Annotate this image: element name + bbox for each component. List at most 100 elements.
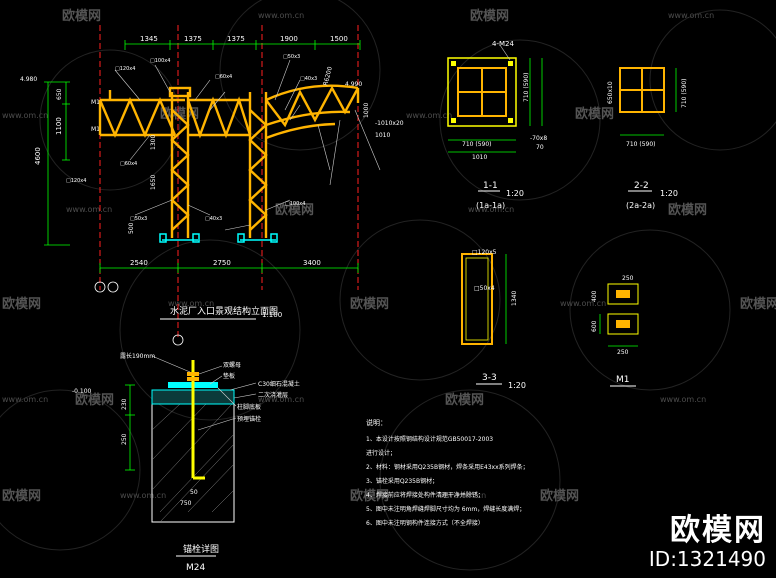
anchor-label: C30细石混凝土 <box>258 380 300 388</box>
section-dim: 1010 <box>472 154 487 161</box>
inner-dim: 1000 <box>363 103 370 118</box>
elevation-drawing: 1345 1375 1375 1900 1500 4600 1100 650 4… <box>20 25 404 346</box>
radius-label: R6200 <box>322 66 334 87</box>
inner-dim: 1650 <box>150 175 157 190</box>
section-2-2: 710 (590) 710 (590) 650x10 2-2 1:20 (2a-… <box>607 67 688 210</box>
watermark-brand-block: 欧模网 ID:1321490 <box>648 513 766 571</box>
watermark-brand: 欧模网 <box>75 392 114 408</box>
note-line: 6、图中未注明钢构件连接方式（不全焊接） <box>366 519 484 527</box>
section-title: 3-3 <box>482 373 497 383</box>
member-label-m1: M1 <box>91 126 100 133</box>
section-scale: 1:20 <box>508 381 526 390</box>
anchor-detail-title: 锚栓详图 <box>183 543 219 555</box>
member-note: □120x4 <box>66 178 86 184</box>
leader-lines <box>114 59 381 231</box>
watermark-url: www.om.cn <box>2 395 48 404</box>
watermark-url: www.om.cn <box>468 205 514 214</box>
section-1-1: 4-M24 710 (590) 1010 710 (590) -70x8 70 … <box>447 40 547 210</box>
inner-dim: -1010x20 <box>375 120 404 127</box>
anchor-dim: 230 <box>121 398 128 410</box>
section-dim: □50x4 <box>474 285 495 292</box>
watermark-url: www.om.cn <box>2 111 48 120</box>
section-dim: □120x5 <box>472 249 497 256</box>
inner-dim: 500 <box>128 222 135 234</box>
general-notes: 说明： 1、本设计按照钢结构设计规范GB50017-2003 进行设计； 2、材… <box>366 418 529 527</box>
section-subtitle: (2a-2a) <box>626 201 655 210</box>
section-dim: -70x8 <box>530 135 547 142</box>
watermark-brand: 欧模网 <box>350 296 389 312</box>
top-dimension-line <box>124 40 361 50</box>
notes-title: 说明： <box>366 418 387 427</box>
axis-lines <box>99 25 359 340</box>
top-dim: 1900 <box>280 35 298 43</box>
left-dim: 1100 <box>55 117 63 135</box>
section-dim: 70 <box>536 144 544 151</box>
watermark-brand-large: 欧模网 <box>670 513 766 548</box>
section-scale: 1:20 <box>660 189 678 198</box>
section-dim: 1340 <box>511 291 518 306</box>
watermark-brand: 欧模网 <box>740 296 776 312</box>
watermark-url: www.om.cn <box>440 491 486 500</box>
section-dim: 710 (590) <box>462 141 492 148</box>
bottom-dimension-line <box>99 263 359 273</box>
anchor-label: 双螺母 <box>223 361 241 369</box>
watermark-brand: 欧模网 <box>445 392 484 408</box>
member-note: □100x4 <box>150 58 170 64</box>
elevation-title: 水泥厂入口景观结构立面图 <box>170 305 278 317</box>
note-line: 2、材料：钢材采用Q235B钢材，焊条采用E43xx系列焊条； <box>366 463 529 471</box>
section-dim: 710 (590) <box>626 141 656 148</box>
watermark-brand: 欧模网 <box>470 8 509 24</box>
section-dim: 650x10 <box>607 81 614 104</box>
bottom-dim: 2750 <box>213 259 231 267</box>
level-mark: 4.980 <box>20 76 37 83</box>
section-scale: 1:20 <box>506 189 524 198</box>
note-line: 1、本设计按照钢结构设计规范GB50017-2003 <box>366 435 493 443</box>
left-dim: 650 <box>56 88 63 100</box>
note-line: 3、锚栓采用Q235B钢材； <box>366 477 438 485</box>
level-mark: 4.990 <box>345 81 362 88</box>
member-note: □50x3 <box>283 54 300 60</box>
inner-dim: 1300 <box>150 135 157 150</box>
member-note: □50x3 <box>130 216 147 222</box>
anchor-dim: 50 <box>190 489 198 496</box>
anchor-label: 柱脚底板 <box>237 403 261 411</box>
watermark-url: www.om.cn <box>258 395 304 404</box>
anchor-label: 垫板 <box>223 372 235 380</box>
section-dim: 710 (590) <box>523 73 530 103</box>
watermark-brand: 欧模网 <box>668 202 707 218</box>
bottom-dim: 2540 <box>130 259 148 267</box>
note-line: 进行设计； <box>366 449 396 457</box>
note-line: 5、图中未注明角焊缝焊脚尺寸均为 6mm，焊缝长度满焊； <box>366 505 525 513</box>
watermark-url: www.om.cn <box>406 111 452 120</box>
watermark-id: ID:1321490 <box>648 547 766 571</box>
m1-dim: 400 <box>591 290 598 302</box>
elevation-scale: 1:100 <box>262 311 282 319</box>
column-bases <box>159 233 278 243</box>
watermark-url: www.om.cn <box>258 11 304 20</box>
watermark-brand: 欧模网 <box>350 488 389 504</box>
watermark-brand: 欧模网 <box>2 488 41 504</box>
anchor-dim: 250 <box>121 433 128 445</box>
top-dim: 1345 <box>140 35 158 43</box>
anchor-label: 露长190mm <box>120 352 155 360</box>
section-dim: 710 (590) <box>681 79 688 109</box>
watermark-brand: 欧模网 <box>540 488 579 504</box>
m1-title: M1 <box>616 375 630 385</box>
anchor-label: 二次浇灌层 <box>258 391 288 399</box>
watermark-brand: 欧模网 <box>575 106 614 122</box>
note-line: 4、焊接前应将焊接处构件清理干净并除锈； <box>366 491 484 499</box>
anchor-detail-code: M24 <box>186 563 205 573</box>
section-title: 2-2 <box>634 181 649 191</box>
anchor-dim: 750 <box>180 500 192 507</box>
anchor-bolt-detail: -0.100 230 250 50 750 露长190mm 双螺母 垫板 C30… <box>72 352 300 573</box>
m1-dim: 250 <box>622 275 634 282</box>
inner-dim: 1010 <box>375 132 390 139</box>
bottom-dim: 3400 <box>303 259 321 267</box>
left-dimension-line <box>44 81 70 246</box>
watermark-brand: 欧模网 <box>275 202 314 218</box>
member-note: □40x3 <box>205 216 222 222</box>
level-mark: -0.100 <box>72 388 92 395</box>
top-dim: 1375 <box>227 35 245 43</box>
member-note: □40x3 <box>300 76 317 82</box>
top-dim: 1375 <box>184 35 202 43</box>
